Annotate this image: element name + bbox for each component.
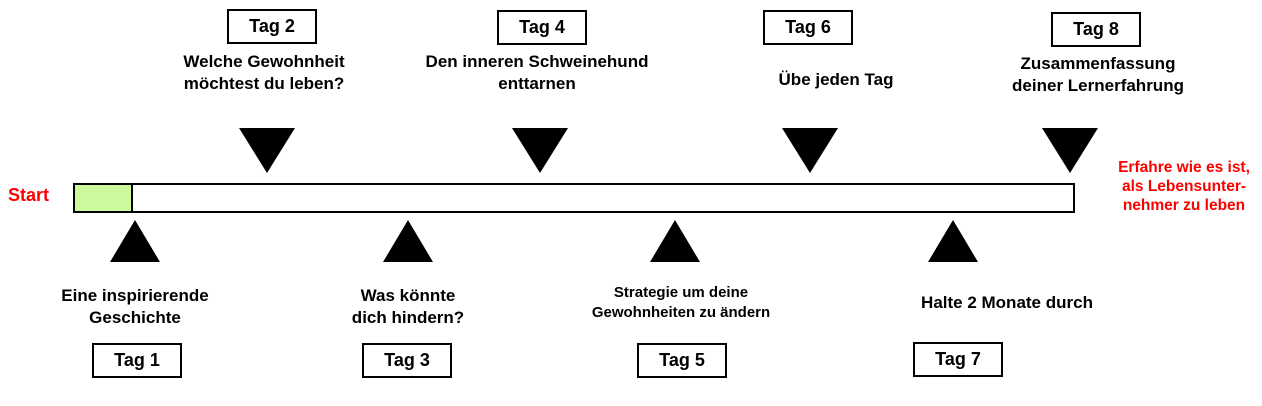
note-tag-2: Welche Gewohnheit möchtest du leben? [183,51,344,95]
day-label-tag-8: Tag 8 [1073,19,1119,39]
note-tag-3-line-1: Was könnte [360,286,456,305]
note-tag-4-line-2: enttarnen [498,74,576,93]
down-arrow-tag-2 [239,128,295,173]
up-arrow-tag-1 [110,220,160,262]
day-label-tag-5: Tag 5 [659,350,705,370]
day-box-tag-3: Tag 3 [362,343,452,378]
day-box-tag-8: Tag 8 [1051,12,1141,47]
down-arrow-tag-4 [512,128,568,173]
day-box-tag-4: Tag 4 [497,10,587,45]
up-arrow-tag-7 [928,220,978,262]
day-box-tag-6: Tag 6 [763,10,853,45]
note-tag-6: Übe jeden Tag [779,69,894,91]
note-tag-7-line-1: Halte 2 Monate durch [921,293,1093,312]
timeline-bar [73,183,1075,213]
note-tag-2-line-2: möchtest du leben? [183,74,345,93]
note-tag-2-line-1: Welche Gewohnheit [183,52,345,71]
down-arrow-tag-8 [1042,128,1098,173]
end-note-line-1: Erfahre wie es ist, [1118,159,1250,176]
day-label-tag-7: Tag 7 [935,349,981,369]
note-tag-3-line-2: dich hindern? [351,308,465,327]
note-tag-6-line-1: Übe jeden Tag [778,70,894,89]
note-tag-5: Strategie um deine Gewohnheiten zu änder… [592,283,770,323]
note-tag-5-line-2: Gewohnheiten zu ändern [591,304,771,321]
end-note: Erfahre wie es ist, als Lebensunter- neh… [1106,158,1262,215]
day-label-tag-2: Tag 2 [249,16,295,36]
end-note-line-2: als Lebensunter- [1121,178,1247,195]
note-tag-1-line-2: Geschichte [89,308,181,327]
note-tag-7: Halte 2 Monate durch [921,292,1093,314]
day-box-tag-5: Tag 5 [637,343,727,378]
up-arrow-tag-5 [650,220,700,262]
note-tag-4-line-1: Den inneren Schweinehund [425,52,649,71]
day-box-tag-2: Tag 2 [227,9,317,44]
day-box-tag-7: Tag 7 [913,342,1003,377]
day-label-tag-3: Tag 3 [384,350,430,370]
up-arrow-tag-3 [383,220,433,262]
day-label-tag-1: Tag 1 [114,350,160,370]
note-tag-8-line-1: Zusammenfassung [1020,54,1176,73]
note-tag-5-line-1: Strategie um deine [613,284,749,301]
note-tag-8: Zusammenfassung deiner Lernerfahrung [1012,53,1184,97]
note-tag-1-line-1: Eine inspirierende [61,286,209,305]
note-tag-3: Was könnte dich hindern? [352,285,464,329]
day-label-tag-4: Tag 4 [519,17,565,37]
day-box-tag-1: Tag 1 [92,343,182,378]
end-note-line-3: nehmer zu leben [1122,197,1246,214]
down-arrow-tag-6 [782,128,838,173]
day-label-tag-6: Tag 6 [785,17,831,37]
timeline-start-segment [73,183,133,213]
start-label: Start [8,185,50,205]
note-tag-8-line-2: deiner Lernerfahrung [1012,76,1184,95]
note-tag-4: Den inneren Schweinehund enttarnen [426,51,649,95]
note-tag-1: Eine inspirierende Geschichte [61,285,208,329]
